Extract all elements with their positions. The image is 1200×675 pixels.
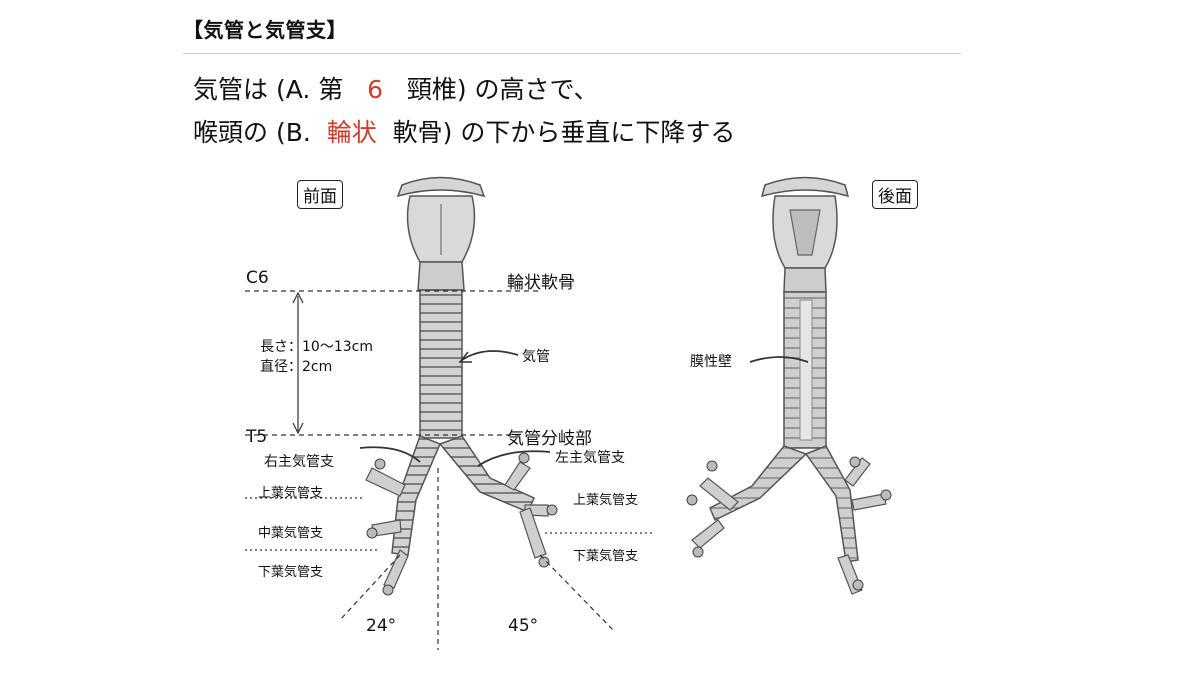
question-2-post: 軟骨) の下から垂直に下降する: [392, 118, 736, 147]
label-left-main-bronchus: 左主気管支: [555, 450, 625, 466]
question-2-pre: 喉頭の (B.: [193, 118, 311, 147]
question-1-pre: 気管は (A. 第: [193, 75, 344, 104]
membranous-wall-region: [799, 299, 813, 441]
label-membranous-wall: 膜性壁: [690, 354, 732, 370]
label-t5: T5: [246, 427, 268, 447]
front-view-title: 前面: [297, 180, 343, 209]
label-right-middle-lobe-bronchus: 中葉気管支: [258, 526, 324, 541]
question-line-2: 喉頭の (B. 輪状 軟骨) の下から垂直に下降する: [193, 113, 735, 149]
front-trachea: [419, 289, 463, 439]
label-length: 長さ：10〜13cm: [260, 339, 373, 355]
label-left-lower-lobe-bronchus: 下葉気管支: [573, 549, 639, 564]
back-airway: [686, 176, 892, 595]
label-left-upper-lobe-bronchus: 上葉気管支: [573, 493, 639, 508]
title-divider: [183, 53, 961, 54]
front-annotation-lines: [245, 290, 655, 650]
question-line-1: 気管は (A. 第 6 頸椎) の高さで、: [193, 70, 599, 106]
back-view-title: 後面: [872, 180, 918, 209]
label-trachea: 気管: [522, 349, 550, 365]
label-cricoid: 輪状軟骨: [507, 273, 575, 293]
slide-title: 【気管と気管支】: [183, 18, 347, 42]
label-right-main-bronchus: 右主気管支: [264, 454, 334, 470]
answer-b: 輪状: [326, 118, 377, 147]
question-1-post: 頸椎) の高さで、: [406, 75, 599, 104]
label-angle-left: 45°: [508, 616, 539, 636]
front-airway: [365, 176, 558, 596]
label-diameter: 直径：2cm: [260, 359, 333, 375]
answer-a: 6: [367, 75, 384, 104]
label-carina: 気管分岐部: [507, 429, 592, 449]
label-right-lower-lobe-bronchus: 下葉気管支: [258, 565, 324, 580]
label-c6: C6: [246, 268, 269, 288]
membranous-wall-pointer: [749, 356, 809, 363]
label-angle-right: 24°: [366, 616, 397, 636]
label-right-upper-lobe-bronchus: 上葉気管支: [258, 486, 324, 501]
